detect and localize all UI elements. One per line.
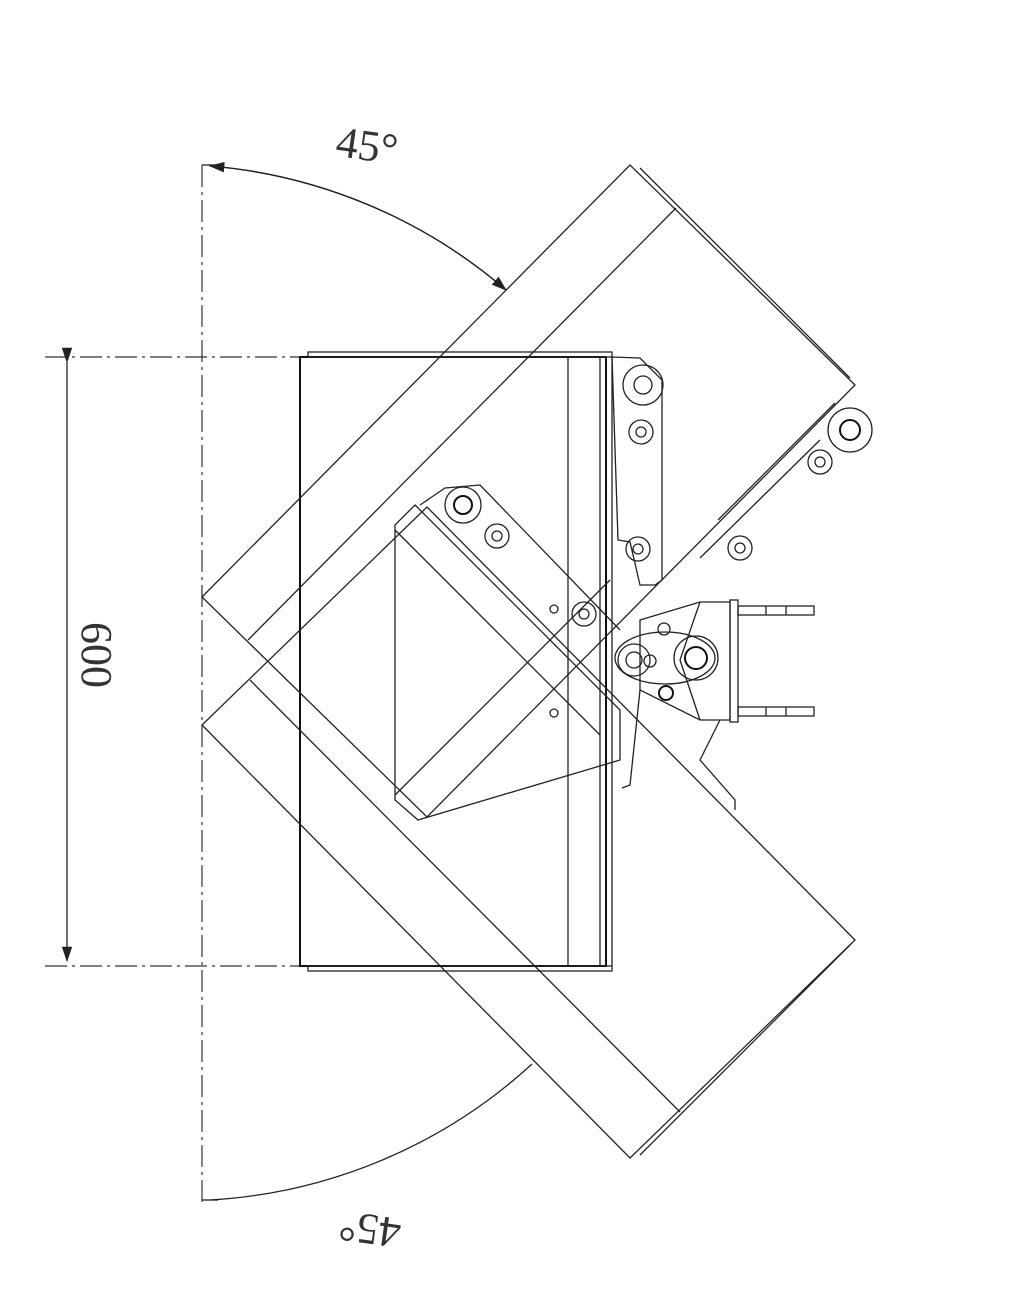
angle-arc-bottom (202, 1063, 533, 1201)
angle-arc-top (202, 162, 507, 291)
mount-bracket (621, 599, 815, 810)
width-dimension-label: 600 (72, 622, 121, 688)
bucket-straight (299, 351, 613, 972)
bucket-angled-right (201, 506, 856, 1159)
angle-label-bottom: 45° (336, 1201, 404, 1258)
bucket-angled-left (201, 164, 873, 818)
pivot-pins (614, 622, 719, 701)
angle-label-top: 45° (333, 117, 401, 174)
tilt-cylinder (611, 356, 664, 586)
dimension-extension-lines (45, 356, 300, 967)
tilt-frame (394, 484, 621, 821)
